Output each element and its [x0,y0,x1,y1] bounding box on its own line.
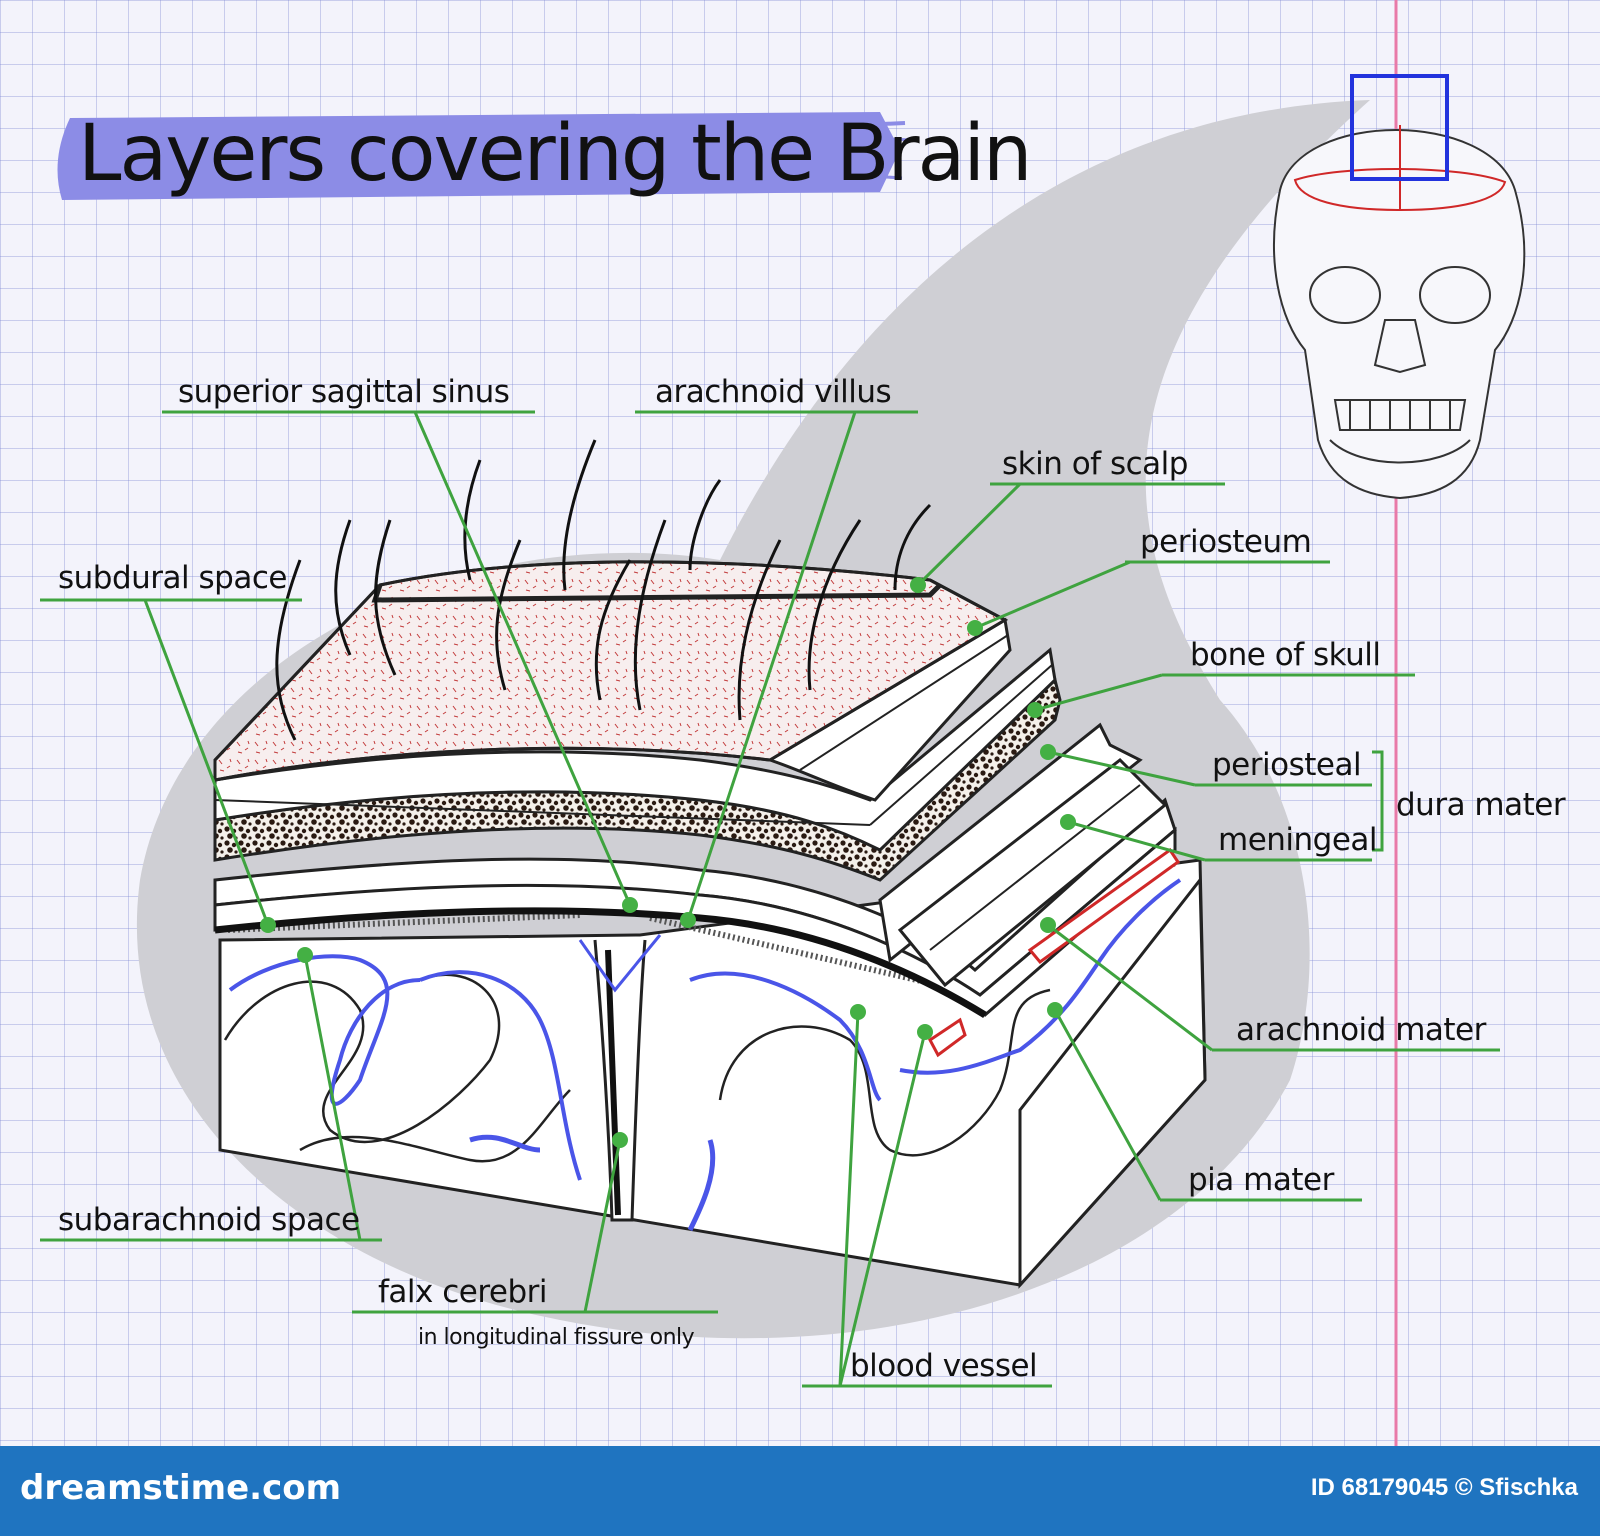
label-dura-mater: dura mater [1396,787,1566,823]
footer-credit: ID 68179045 © Sfischka [1310,1474,1578,1501]
label-bone-of-skull: bone of skull [1190,637,1380,673]
label-falx-note: in longitudinal fissure only [418,1325,695,1350]
label-skin-of-scalp: skin of scalp [1002,446,1188,482]
scalp-hair [275,439,932,741]
label-periosteum: periosteum [1140,524,1311,560]
footer-brand: dreamstime.com [20,1468,342,1508]
skull-zoom-box [1350,74,1449,181]
skull-icon [1273,125,1526,500]
label-falx-cerebri: falx cerebri [378,1274,547,1310]
brain-block-illustration [213,560,1207,1289]
label-subarachnoid-space: subarachnoid space [58,1202,360,1238]
label-superior-sagittal-sinus: superior sagittal sinus [178,374,509,410]
brain-layers-diagram: Layers covering the Brain [40,0,1566,1446]
label-meningeal: meningeal [1218,822,1377,858]
title-highlight [57,112,913,200]
page-title: Layers covering the Brain [78,109,1030,199]
label-periosteal: periosteal [1212,747,1361,783]
watermark-footer: dreamstime.com ID 68179045 © Sfischka [0,1446,1600,1536]
label-blood-vessel: blood vessel [850,1348,1037,1384]
label-arachnoid-villus: arachnoid villus [655,374,891,410]
leader-dots [260,577,1076,1148]
leader-lines [40,410,1500,1388]
label-arachnoid-mater: arachnoid mater [1236,1012,1487,1048]
label-subdural-space: subdural space [58,560,287,596]
label-pia-mater: pia mater [1188,1162,1335,1198]
